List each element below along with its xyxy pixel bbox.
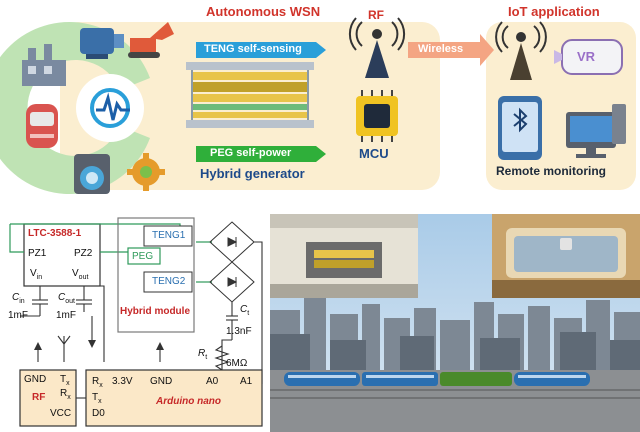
rf-rx-pin: Rx <box>60 388 71 401</box>
rf-label: RF <box>368 8 384 22</box>
rf-module-label: RF <box>32 392 46 403</box>
circuit-panel: LTC-3588-1 PZ1 PZ2 Vin Vout Cin Cout 1mF… <box>0 212 268 432</box>
bridge-rectifier-2 <box>209 261 255 303</box>
motor-icon <box>80 28 124 59</box>
rail-track <box>270 389 640 399</box>
cin-label: Cin <box>12 292 25 305</box>
circuit-schematic <box>9 217 263 427</box>
computer-icon <box>566 104 626 158</box>
arduino-tx-pin: Tx <box>92 392 102 405</box>
cout-label: Cout <box>58 292 75 305</box>
pz2-label: PZ2 <box>74 248 93 259</box>
arduino-power-arrow <box>156 342 164 350</box>
teng-arrow <box>196 42 326 58</box>
cout-value: 1mF <box>56 310 76 321</box>
iot-antenna-icon <box>495 21 547 80</box>
wireless-arrow <box>408 34 494 66</box>
vr-scene-panel <box>270 214 640 432</box>
teng2-label: TENG2 <box>152 276 186 287</box>
teng1-label: TENG1 <box>152 230 186 241</box>
ltc-label: LTC-3588-1 <box>28 228 82 239</box>
excavator-icon <box>128 22 174 58</box>
remote-monitoring-label: Remote monitoring <box>496 164 606 178</box>
circuit-wiring <box>20 241 263 384</box>
cin-value: 1mF <box>8 310 28 321</box>
ct-value: 1.3nF <box>226 326 252 337</box>
ground-arrow <box>88 340 96 348</box>
mcu-label: MCU <box>359 146 389 161</box>
city-foreground <box>270 332 640 374</box>
arduino-rx-pin: Rx <box>92 376 103 389</box>
iot-title: IoT application <box>508 4 600 19</box>
teng2-box <box>143 271 193 293</box>
top-panel: Autonomous WSN IoT application TENG self… <box>0 0 640 205</box>
arduino-gnd-pin: GND <box>150 376 173 387</box>
vr-headset-icon <box>554 39 623 75</box>
peg-label: PEG self-power <box>210 147 292 159</box>
washing-machine-icon <box>74 154 110 194</box>
arduino-box <box>85 369 263 427</box>
hybrid-generator-graphic <box>186 62 314 128</box>
bridge-rectifier-1 <box>209 221 255 263</box>
ct-label: Ct <box>240 304 250 317</box>
rt-resistor <box>214 345 230 371</box>
train-icon <box>26 104 58 148</box>
train-model <box>284 372 590 386</box>
rf-vcc-pin: VCC <box>50 408 72 419</box>
rt-label: Rt <box>198 348 208 361</box>
rf-antenna-icon <box>348 17 406 78</box>
teng-label: TENG self-sensing <box>204 43 302 55</box>
inset-generator-view <box>270 214 418 298</box>
arduino-33v-pin: 3.3V <box>112 376 133 387</box>
gear-icon <box>127 153 165 191</box>
inset-cabin-view <box>492 214 640 298</box>
arduino-a1-pin: A1 <box>240 376 253 387</box>
heartbeat-icon <box>90 88 130 128</box>
phone-bluetooth-icon <box>498 96 542 160</box>
vout-label: Vout <box>72 268 89 281</box>
top-panel-graphics <box>0 17 636 194</box>
rf-power-arrow <box>34 342 42 350</box>
wsn-title: Autonomous WSN <box>206 4 321 19</box>
arduino-d0-pin: D0 <box>92 408 105 419</box>
ltc-box <box>23 223 101 287</box>
hybrid-module-label: Hybrid module <box>120 306 191 317</box>
mcu-chip-icon <box>356 90 398 142</box>
rt-value: 6MΩ <box>226 358 248 369</box>
wireless-label: Wireless <box>418 43 464 55</box>
pz1-label: PZ1 <box>28 248 47 259</box>
hybrid-generator-label: Hybrid generator <box>200 166 305 181</box>
peg-box <box>127 247 161 265</box>
arduino-label: Arduino nano <box>156 396 221 407</box>
vin-label: Vin <box>30 268 43 281</box>
arduino-a0-pin: A0 <box>206 376 219 387</box>
vr-label: VR <box>577 49 596 64</box>
rf-gnd-pin: GND <box>24 374 47 385</box>
peg-label: PEG <box>132 251 154 262</box>
rf-tx-pin: Tx <box>60 374 70 387</box>
hybrid-module-box <box>117 217 195 333</box>
teng1-box <box>143 225 193 247</box>
vr-scene-render <box>270 214 640 432</box>
factory-icon <box>22 44 66 86</box>
peg-arrow <box>196 146 326 162</box>
